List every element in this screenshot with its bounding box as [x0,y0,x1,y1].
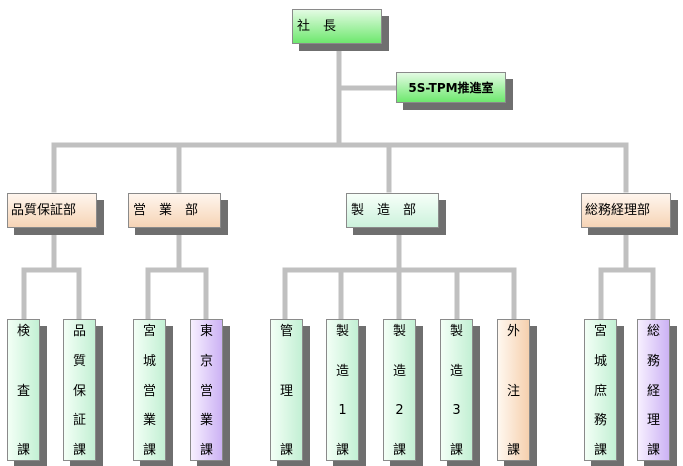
section-char: 品 [72,324,86,339]
dept-manufacturing-label: 製 造 部 [351,203,417,218]
section-char: 課 [199,443,213,458]
dept-general-affairs-label: 総務経理部 [585,203,651,218]
section-char: 課 [449,442,463,458]
section-char: 課 [593,443,607,458]
section-quality-assurance: 品 質 保 証 課 [63,319,96,461]
section-char: 3 [452,403,461,419]
section-char: 庶 [593,383,607,399]
dept-manufacturing-box: 製 造 部 [346,193,439,228]
section-char: 城 [593,353,607,369]
section-char: 外 [506,324,520,339]
office-label: 5S-TPM推進室 [408,80,494,95]
dept-sales-label: 営 業 部 [133,203,199,218]
dept-sales-box: 営 業 部 [128,193,221,228]
section-char: 管 [279,324,293,339]
section-manufacturing-3: 製 造 3 課 [440,319,473,461]
section-char: 検 [16,324,30,339]
dept-general-affairs-box: 総務経理部 [581,193,671,228]
section-char: 製 [335,324,349,339]
section-char: 課 [646,443,660,458]
section-char: 課 [392,442,406,458]
section-char: 東 [199,324,213,339]
section-char: 課 [142,443,156,458]
section-char: 課 [335,442,349,458]
section-char: 総 [646,324,660,339]
section-management: 管 理 課 [270,319,303,461]
section-char: 宮 [142,324,156,339]
section-char: 査 [16,383,30,399]
section-miyagi-sales: 宮 城 営 業 課 [133,319,166,461]
section-char: 課 [506,443,520,458]
section-char: 京 [199,353,213,369]
office-box: 5S-TPM推進室 [396,72,506,103]
section-char: 造 [392,363,406,379]
section-char: 理 [646,413,660,429]
section-char: 造 [335,363,349,379]
section-char: 理 [279,383,293,399]
section-char: 経 [646,383,660,399]
section-char: 務 [593,413,607,429]
section-char: 業 [199,413,213,429]
section-general-accounting: 総 務 経 理 課 [637,319,670,461]
section-char: 業 [142,413,156,429]
section-char: 2 [395,403,404,419]
dept-quality-label: 品質保証部 [11,203,77,218]
section-tokyo-sales: 東 京 営 業 課 [190,319,223,461]
section-char: 課 [16,443,30,458]
section-inspection: 検 査 課 [7,319,40,461]
section-char: 営 [142,383,156,399]
section-char: 営 [199,383,213,399]
section-manufacturing-2: 製 造 2 課 [383,319,416,461]
section-char: 造 [449,363,463,379]
section-char: 課 [72,443,86,458]
section-char: 城 [142,353,156,369]
section-manufacturing-1: 製 造 1 課 [326,319,359,461]
section-char: 証 [72,413,86,429]
section-char: 製 [392,324,406,339]
section-char: 質 [72,353,86,369]
section-char: 宮 [593,324,607,339]
section-char: 注 [506,383,520,399]
section-outsourcing: 外 注 課 [497,319,530,461]
section-char: 製 [449,324,463,339]
dept-quality-box: 品質保証部 [7,193,97,228]
section-char: 1 [338,403,347,419]
section-char: 保 [72,383,86,399]
section-char: 務 [646,353,660,369]
president-label: 社 長 [297,19,337,34]
section-char: 課 [279,443,293,458]
president-box: 社 長 [292,9,382,44]
section-miyagi-general-affairs: 宮 城 庶 務 課 [584,319,617,461]
